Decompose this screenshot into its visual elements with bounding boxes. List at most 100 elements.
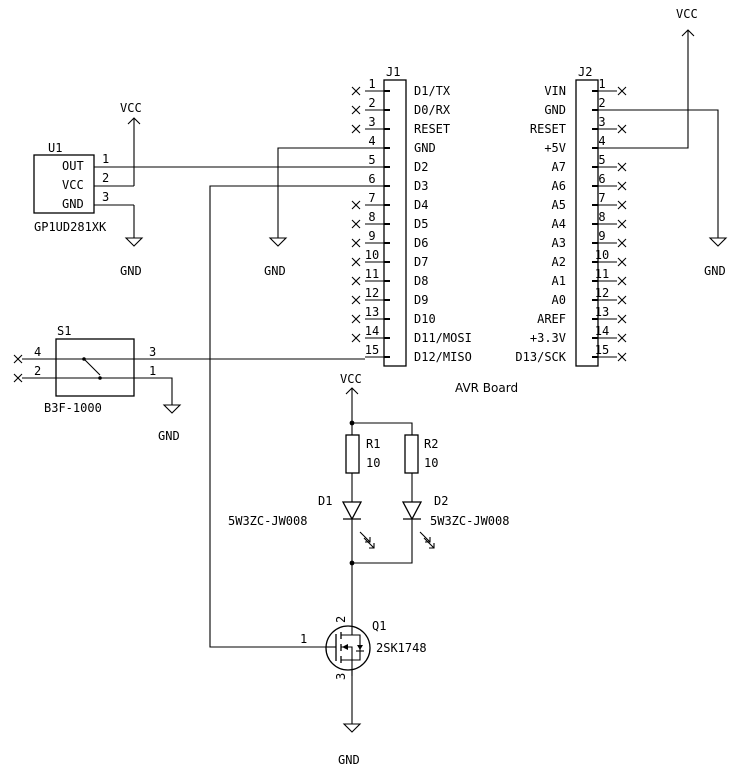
no-connect-mark — [617, 295, 627, 305]
d1-ref: D1 — [318, 494, 332, 508]
j1-pin-label: D10 — [414, 312, 436, 326]
r1-resistor: R1 10 — [345, 434, 380, 474]
j2-pin-number: 1 — [598, 77, 605, 91]
no-connect-mark — [351, 295, 361, 305]
gnd-symbol-u1: GND — [120, 237, 144, 278]
u1-pin-num-2: 2 — [102, 171, 109, 185]
no-connect-mark — [617, 257, 627, 267]
j2-pin-number: 15 — [595, 343, 609, 357]
u1-pin-name-2: VCC — [62, 178, 84, 192]
j1-pin-label: D9 — [414, 293, 428, 307]
r2-value: 10 — [424, 456, 438, 470]
j2-pin-number: 4 — [598, 134, 605, 148]
gnd-symbol-j1: GND — [264, 237, 288, 278]
gnd-symbol-q1: GND — [338, 723, 362, 767]
j2-pin-number: 2 — [598, 96, 605, 110]
r1-value: 10 — [366, 456, 380, 470]
no-connect-mark — [617, 200, 627, 210]
j2-ref: J2 — [578, 65, 592, 79]
j1-pin-number: 15 — [365, 343, 379, 357]
u1-component: U1 GP1UD281XK OUT VCC GND 1 2 3 — [33, 141, 109, 234]
j2-pin-label: A7 — [552, 160, 566, 174]
j2-pin-label: D13/SCK — [515, 350, 566, 364]
j1-pin-label: D0/RX — [414, 103, 451, 117]
svg-text:VCC: VCC — [676, 7, 698, 21]
no-connect-mark — [351, 219, 361, 229]
j1-pin-number: 14 — [365, 324, 379, 338]
u1-pin-num-1: 1 — [102, 152, 109, 166]
j1-pin-label: D12/MISO — [414, 350, 472, 364]
j2-pin-8: 8A4 — [552, 210, 627, 231]
no-connect-mark — [351, 314, 361, 324]
j2-pin-number: 5 — [598, 153, 605, 167]
vcc-symbol-j2: VCC — [676, 7, 698, 37]
no-connect-mark — [617, 124, 627, 134]
no-connect-mark — [351, 276, 361, 286]
j2-pin-label: RESET — [530, 122, 566, 136]
j2-pin-label: VIN — [544, 84, 566, 98]
j1-pin-number: 9 — [368, 229, 375, 243]
no-connect-mark — [351, 238, 361, 248]
j1-pin-label: D7 — [414, 255, 428, 269]
svg-text:GND: GND — [120, 264, 142, 278]
j2-connector: J2 AVR Board 1VIN2GND3RESET4+5V5A76A67A5… — [455, 65, 627, 395]
d1-value: 5W3ZC-JW008 — [228, 514, 307, 528]
vcc-symbol-u1: VCC — [120, 101, 142, 125]
gnd-symbol-j2: GND — [704, 237, 728, 278]
wire-j2-gnd — [617, 109, 719, 238]
j2-pin-5: 5A7 — [552, 153, 627, 174]
no-connect-mark — [617, 162, 627, 172]
j1-pin-label: D5 — [414, 217, 428, 231]
j2-pin-label: A1 — [552, 274, 566, 288]
d1-led: D1 5W3ZC-JW008 — [228, 494, 375, 549]
d2-value: 5W3ZC-JW008 — [430, 514, 509, 528]
s1-body — [55, 338, 135, 397]
wire-j1-gnd — [277, 147, 365, 238]
j1-pin-label: D6 — [414, 236, 428, 250]
wire-s1-gnd — [134, 377, 173, 405]
no-connect-mark — [351, 333, 361, 343]
wire-d3-to-gate — [209, 185, 365, 648]
d2-ref: D2 — [434, 494, 448, 508]
j2-pin-label: A4 — [552, 217, 566, 231]
j2-pin-number: 3 — [598, 115, 605, 129]
svg-text:GND: GND — [158, 429, 180, 443]
j2-pin-number: 10 — [595, 248, 609, 262]
j1-pin-label: GND — [414, 141, 436, 155]
j2-pin-number: 11 — [595, 267, 609, 281]
no-connect-mark — [351, 257, 361, 267]
j2-pin-label: A3 — [552, 236, 566, 250]
u1-body — [33, 154, 95, 214]
svg-text:GND: GND — [264, 264, 286, 278]
u1-pin-name-3: GND — [62, 197, 84, 211]
j2-pin-7: 7A5 — [552, 191, 627, 212]
j1-pin-label: D3 — [414, 179, 428, 193]
j2-value: AVR Board — [455, 381, 518, 395]
u1-ref: U1 — [48, 141, 62, 155]
j2-pin-number: 13 — [595, 305, 609, 319]
q1-body — [325, 625, 371, 671]
j2-pin-label: A0 — [552, 293, 566, 307]
s1-contact-lever — [83, 358, 101, 376]
no-connect-mark — [617, 219, 627, 229]
u1-pin-name-1: OUT — [62, 159, 84, 173]
r1-ref: R1 — [366, 437, 380, 451]
q1-mosfet: Q1 2SK1748 1 2 3 — [300, 616, 427, 680]
q1-value: 2SK1748 — [376, 641, 427, 655]
q1-pin-2: 2 — [334, 616, 348, 623]
s1-switch: S1 B3F-1000 4 2 3 1 — [13, 324, 156, 415]
s1-value: B3F-1000 — [44, 401, 102, 415]
j2-pin-number: 6 — [598, 172, 605, 186]
j2-pin-14: 14+3.3V — [530, 324, 627, 345]
j1-pin-number: 7 — [368, 191, 375, 205]
